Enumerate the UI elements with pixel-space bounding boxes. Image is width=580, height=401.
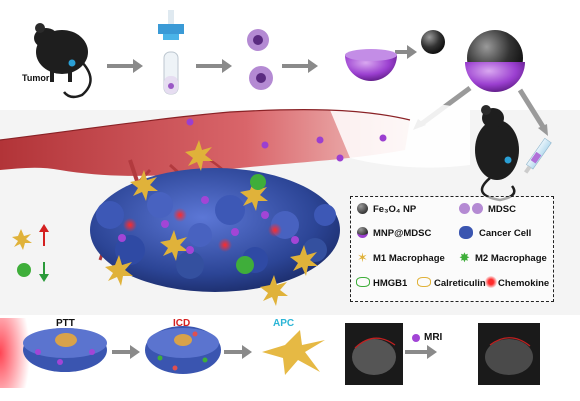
apc-cell xyxy=(262,330,325,375)
legend-m1: M1 Macrophage xyxy=(373,253,445,264)
m2-macrophages xyxy=(236,174,266,274)
mdsc-icon xyxy=(459,203,470,214)
legend-cancer-cell: Cancer Cell xyxy=(479,228,532,239)
nanoparticles-in-tumor xyxy=(118,196,299,254)
mri-label: MRI xyxy=(424,332,443,343)
legend-chemokine: Chemokine xyxy=(498,278,550,289)
tumor-mass xyxy=(90,168,340,292)
m1-macrophages xyxy=(105,140,318,306)
mdsc-cells-top xyxy=(247,29,273,90)
mnp-mdsc-icon xyxy=(357,227,368,238)
legend-hmgb1: HMGB1 xyxy=(373,278,408,289)
m1-macrophage-icon: ✶ xyxy=(357,250,368,265)
legend-box: Fe₃O₄ NP MDSC MNP@MDSC Cancer Cell ✶ M1 … xyxy=(350,196,554,302)
hmgb1-icon xyxy=(356,277,370,287)
icd-tumor-cell xyxy=(145,326,221,374)
chemokine-icon xyxy=(485,276,497,288)
hollow-shell xyxy=(345,49,397,81)
mouse-with-tumor xyxy=(34,23,92,99)
bottom-arrows xyxy=(112,345,437,359)
ptt-tumor-cell xyxy=(23,328,107,372)
chemokine-spots xyxy=(123,208,282,252)
mri-contrast-dot xyxy=(412,334,420,342)
legend-mnp-mdsc: MNP@MDSC xyxy=(373,228,432,239)
fe3o4-sphere xyxy=(421,30,445,54)
cancer-cell-icon xyxy=(459,226,473,239)
mri-after-panel xyxy=(478,323,540,385)
mri-before-panel xyxy=(345,323,403,385)
icd-label: ICD xyxy=(173,318,191,329)
mdsc-icon-2 xyxy=(472,203,483,214)
m2-down-indicator xyxy=(17,262,49,282)
m1-up-indicator xyxy=(12,224,49,250)
fe3o4-icon xyxy=(357,203,368,214)
filter-and-tube xyxy=(158,10,184,95)
top-row-arrows xyxy=(107,45,417,73)
tumor-label: Tumor xyxy=(22,73,50,83)
syringe xyxy=(524,137,552,174)
legend-m2: M2 Macrophage xyxy=(475,253,547,264)
legend-calreticulin: Calreticulin xyxy=(434,278,486,289)
m2-macrophage-icon: ✸ xyxy=(459,250,470,265)
apc-label: APC xyxy=(273,318,295,329)
mouse-injected xyxy=(475,105,519,202)
legend-fe3o4: Fe₃O₄ NP xyxy=(373,204,417,215)
ptt-label: PTT xyxy=(56,318,75,329)
calreticulin-icon xyxy=(417,277,431,287)
mnp-at-mdsc-particle xyxy=(465,30,525,92)
legend-mdsc: MDSC xyxy=(488,204,516,215)
